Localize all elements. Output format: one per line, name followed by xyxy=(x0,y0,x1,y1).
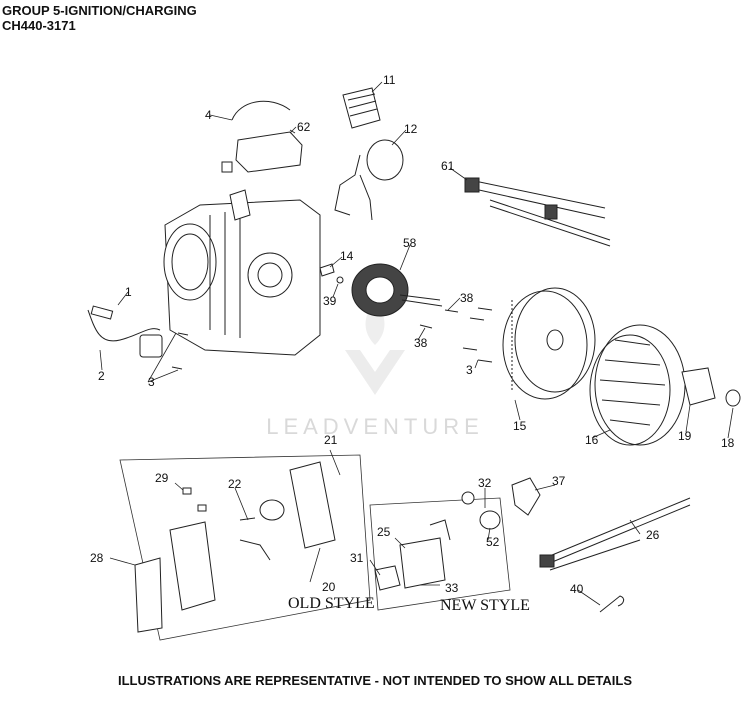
callout-18: 18 xyxy=(721,436,735,450)
ignition-module xyxy=(221,100,303,173)
footer-disclaimer: ILLUSTRATIONS ARE REPRESENTATIVE - NOT I… xyxy=(118,673,632,688)
callout-38b: 38 xyxy=(414,336,428,350)
callout-38a: 38 xyxy=(460,291,474,305)
engine-block xyxy=(163,189,321,356)
switch-bracket xyxy=(511,477,541,516)
callout-58: 58 xyxy=(403,236,417,250)
new-style-box xyxy=(369,497,511,611)
callout-31: 31 xyxy=(350,551,364,565)
callout-32: 32 xyxy=(478,476,492,490)
callout-61: 61 xyxy=(441,159,455,173)
wiring-harness xyxy=(464,177,611,247)
new-style-switch-panel xyxy=(374,491,501,591)
callout-29: 29 xyxy=(155,471,169,485)
harness-clip xyxy=(319,263,344,284)
group-title: GROUP 5-IGNITION/CHARGING xyxy=(2,3,197,18)
callout-22: 22 xyxy=(228,477,242,491)
callout-numbers: 1 2 3 3 4 11 12 14 15 16 18 19 20 21 22 … xyxy=(90,73,735,596)
callout-1: 1 xyxy=(125,285,132,299)
callout-37: 37 xyxy=(552,474,566,488)
callout-62: 62 xyxy=(297,120,311,134)
leader-lines xyxy=(99,81,734,606)
callout-26: 26 xyxy=(646,528,660,542)
callout-3a: 3 xyxy=(148,375,155,389)
mounting-screws xyxy=(171,307,493,370)
callout-4: 4 xyxy=(205,108,212,122)
old-style-switch-panel xyxy=(134,461,336,633)
callout-15: 15 xyxy=(513,419,527,433)
callout-14: 14 xyxy=(340,249,354,263)
callout-3b: 3 xyxy=(466,363,473,377)
callout-25: 25 xyxy=(377,525,391,539)
flywheel xyxy=(502,287,596,400)
callout-2: 2 xyxy=(98,369,105,383)
cable-tie xyxy=(599,595,625,613)
ground-wire-harness xyxy=(334,139,404,221)
callout-20: 20 xyxy=(322,580,336,594)
fan-screen xyxy=(681,367,741,407)
callout-40: 40 xyxy=(570,582,584,596)
model-number: CH440-3171 xyxy=(2,18,76,33)
cooling-fan xyxy=(589,324,686,446)
watermark-text: LEADVENTURE xyxy=(266,414,484,439)
callout-28: 28 xyxy=(90,551,104,565)
new-style-label: NEW STYLE xyxy=(440,597,530,614)
stator xyxy=(351,263,443,317)
callout-33: 33 xyxy=(445,581,459,595)
callout-21: 21 xyxy=(324,433,338,447)
spark-plug xyxy=(87,305,163,358)
callout-16: 16 xyxy=(585,433,599,447)
callout-19: 19 xyxy=(678,429,692,443)
rectifier-regulator xyxy=(342,87,381,129)
callout-11: 11 xyxy=(383,73,396,87)
main-wiring-harness xyxy=(539,497,691,571)
callout-12: 12 xyxy=(404,122,418,136)
callout-52: 52 xyxy=(486,535,500,549)
callout-39: 39 xyxy=(323,294,337,308)
old-style-label: OLD STYLE xyxy=(288,595,375,612)
